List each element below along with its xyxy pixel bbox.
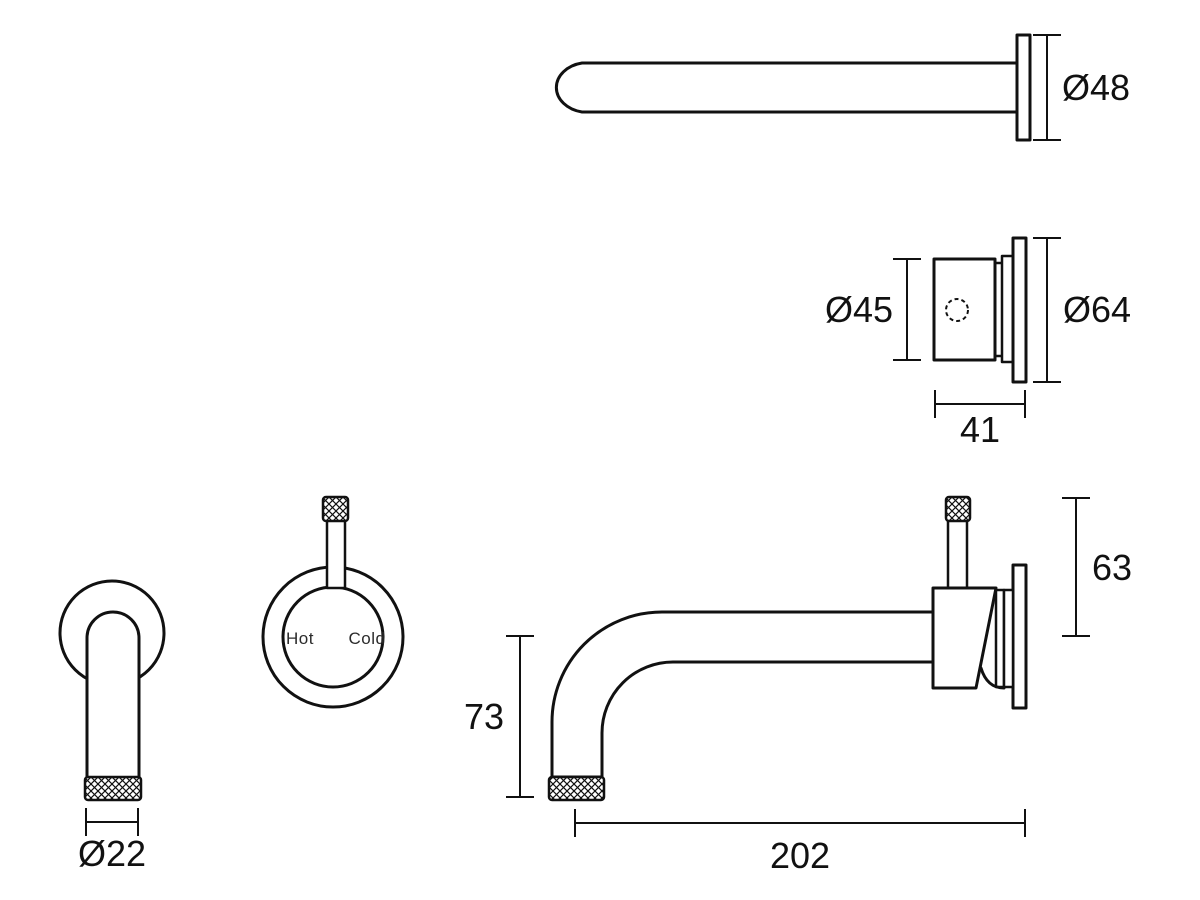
spout-front-view: Ø22 [58,579,166,874]
assembly-lever-cone-curve [979,666,1006,690]
dim-label-spout-reach: 202 [770,835,830,876]
dim-spout-outlet-diameter: Ø22 [78,808,146,874]
dim-label-spout-drop: 73 [464,696,504,737]
handle-front-view: Hot Cold [261,495,405,709]
dim-label-lever-height: 63 [1092,547,1132,588]
dim-spout-reach: 202 [574,809,1026,876]
valve-wall-flange [1011,236,1028,384]
assembly-valve-body [931,586,998,690]
dim-valve-body-diameter: Ø45 [825,258,921,361]
dim-lever-height: 63 [1062,497,1132,637]
assembly-lever-knurled-tip [944,495,972,523]
dim-label-spout-flange-diameter: Ø48 [1062,67,1130,108]
dim-label-valve-body-diameter: Ø45 [825,289,893,330]
spout-knurled-tip [83,775,143,802]
assembly-side-view: 63 73 202 [464,495,1132,876]
dim-spout-drop: 73 [464,635,534,798]
assembly-wall-flange [1011,563,1028,710]
dim-label-spout-outlet-diameter: Ø22 [78,833,146,874]
dim-label-valve-depth: 41 [960,409,1000,450]
assembly-collar [1002,588,1015,689]
dim-label-valve-flange-diameter: Ø64 [1063,289,1131,330]
dim-valve-depth: 41 [934,390,1026,450]
assembly-lever-shaft [946,516,969,590]
handle-lever-knurled-tip [321,495,350,523]
valve-side-view: Ø45 Ø64 41 [825,236,1131,450]
hot-label: Hot [286,629,314,648]
spout-wall-flange [1015,33,1032,142]
dim-spout-flange-diameter: Ø48 [1033,34,1130,141]
assembly-curved-spout [550,610,937,779]
valve-screw-hidden-circle [945,298,969,322]
spout-side-view: Ø48 [554,33,1130,142]
valve-collar [1000,254,1015,364]
spout-tube-front [85,610,141,780]
handle-lever-shaft [325,516,347,590]
valve-body [932,257,997,362]
dim-valve-flange-diameter: Ø64 [1033,237,1131,383]
assembly-spout-knurled-tip [547,775,606,802]
cold-label: Cold [349,629,386,648]
spout-tube-outline [554,61,1022,114]
